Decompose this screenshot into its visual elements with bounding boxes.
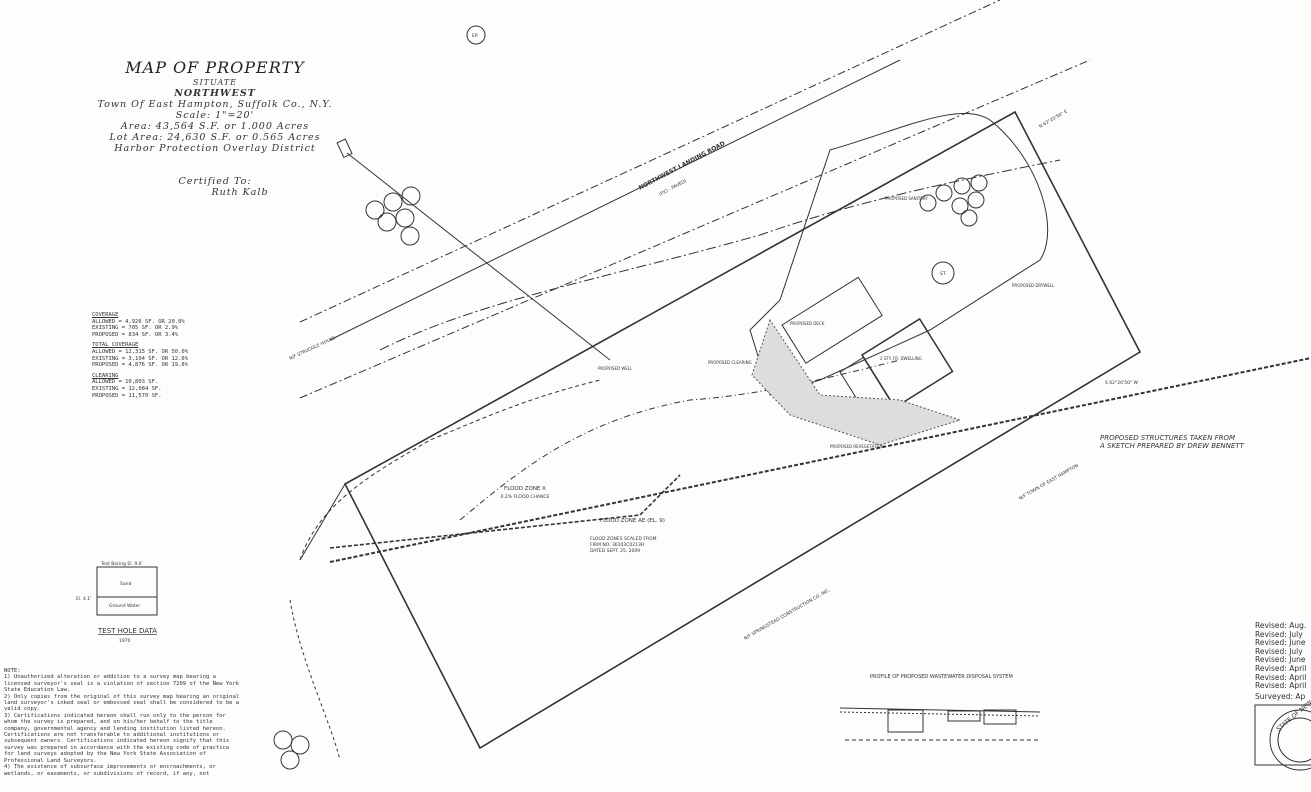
clearing-existing: EXISTING = 12,084 SF. — [92, 385, 162, 392]
profile-diagram — [839, 707, 1041, 741]
revision-list: Revised: Aug. Revised: July Revised: Jun… — [1255, 622, 1311, 701]
clearing-proposed: PROPOSED = 11,570 SF. — [92, 392, 162, 399]
proposed-drywell-label: PROPOSED DRYWELL — [1012, 283, 1055, 288]
ground-water-label: Ground Water — [109, 603, 140, 609]
clearing-limit — [749, 112, 1049, 396]
district-line: Harbor Protection Overlay District — [114, 143, 316, 154]
flood-zone-line-2 — [329, 474, 681, 549]
map-title: MAP OF PROPERTY — [125, 58, 305, 77]
adjoiner-right: N/F TOWN OF EAST HAMPTON — [1018, 463, 1080, 502]
lot-side-line — [299, 483, 346, 561]
ep-marker: EP — [472, 33, 478, 39]
proposed-deck-label: PROPOSED DECK — [790, 321, 825, 326]
sketch-note-line: A SKETCH PREPARED BY DREW BENNETT — [1100, 442, 1244, 450]
flood-zone-line — [329, 357, 1311, 563]
clearing-allowed: ALLOWED = 10,803 SF. — [92, 379, 159, 386]
revision-entry: Revised: June — [1255, 655, 1306, 665]
revision-entry: Revised: Aug. — [1255, 622, 1307, 630]
proposed-deck-rect — [781, 276, 883, 364]
flood-ae-label: FLOOD ZONE AE (EL. 9) — [600, 518, 665, 524]
coverage-existing: EXISTING = 705 SF. OR 2.9% — [92, 325, 179, 332]
flood-source-2: FIRM NO. 36103C0213H — [590, 542, 644, 548]
surveyor-seal — [1254, 704, 1311, 771]
flood-source-1: FLOOD ZONES SCALED FROM — [590, 536, 657, 542]
notes-title: NOTE: — [4, 668, 21, 674]
road-edge-south — [299, 59, 1091, 399]
coverage-heading: COVERAGE — [92, 312, 119, 318]
proposed-clearing-label: PROPOSED CLEARING — [708, 360, 752, 365]
place-name: NORTHWEST — [174, 88, 256, 99]
tidal-line — [459, 359, 901, 521]
town-line: Town Of East Hampton, Suffolk Co., N.Y. — [97, 99, 333, 110]
revision-entry: Revised: June — [1255, 638, 1306, 648]
flood-x-sub: 0.2% FLOOD CHANCE — [501, 494, 550, 500]
revision-entry: Revised: April — [1255, 681, 1307, 691]
certified-label: Certified To: — [178, 176, 252, 187]
leaching-pools-offsite — [365, 186, 421, 246]
test-hole-year: 1970 — [119, 638, 131, 644]
revision-entry: Revised: April — [1255, 663, 1307, 673]
total-coverage-proposed: PROPOSED = 4,876 SF. OR 19.8% — [92, 362, 189, 369]
situate-label: SITUATE — [193, 78, 237, 87]
well-line — [346, 152, 611, 361]
proposed-sanitary-label: PROPOSED SANITARY — [885, 196, 928, 201]
proposed-well-box — [336, 138, 353, 159]
revision-entry: Revised: July — [1255, 629, 1303, 639]
lot-area-line: Lot Area: 24,630 S.F. or 0.565 Acres — [109, 132, 321, 143]
road-centerline — [329, 59, 901, 341]
wetland-line — [299, 379, 601, 561]
surveyed-entry: Surveyed: Ap — [1255, 691, 1306, 701]
coverage-table: COVERAGE ALLOWED = 4,926 SF. OR 20.0% EX… — [92, 312, 188, 399]
septic-tank — [931, 261, 955, 285]
revision-entry: Revised: April — [1255, 672, 1307, 682]
title-block: MAP OF PROPERTY SITUATE NORTHWEST Town O… — [95, 58, 335, 198]
total-coverage-heading: TOTAL COVERAGE — [92, 342, 139, 349]
leaching-pools-bottom — [273, 730, 310, 770]
note-item: 1) Unauthorized alteration or addition t… — [4, 674, 240, 694]
test-boring-label: Test Boring El. 9.0' — [100, 561, 143, 567]
contour-line — [379, 159, 1061, 351]
sand-label: Sand — [120, 581, 131, 587]
total-coverage-allowed: ALLOWED = 12,315 SF. OR 50.0% — [92, 348, 189, 355]
road-sub-label: (P/O - PAVED) — [658, 178, 688, 198]
certified-name: Ruth Kalb — [211, 187, 269, 198]
proposed-revegetation-label: PROPOSED REVEGETATION — [830, 444, 884, 449]
dwelling-label: 2 STY. FR. DWELLING — [880, 356, 922, 361]
adjoiner-bottom: N/F SPRINGSTEAD CONSTRUCTION CO. INC. — [743, 587, 831, 641]
note-item: 3) Certifications indicated hereon shall… — [4, 712, 230, 764]
coverage-proposed: PROPOSED = 834 SF. OR 3.4% — [92, 331, 179, 338]
test-hole-title: TEST HOLE DATA — [97, 627, 157, 635]
dwelling-rect — [860, 317, 954, 409]
sketch-note: PROPOSED STRUCTURES TAKEN FROM A SKETCH … — [1100, 434, 1244, 450]
scale-line: Scale: 1"=20' — [175, 110, 255, 121]
revision-entry: Revised: July — [1255, 646, 1303, 656]
sketch-note-line: PROPOSED STRUCTURES TAKEN FROM — [1100, 434, 1236, 442]
profile-title: PROFILE OF PROPOSED WASTEWATER DISPOSAL … — [870, 674, 1013, 680]
ep-marker-circle — [466, 25, 486, 45]
st-marker: ST — [940, 271, 946, 277]
total-coverage-existing: EXISTING = 3,104 SF. OR 12.6% — [92, 355, 189, 362]
left-lot-line — [289, 599, 341, 761]
notes-block: NOTE: 1) Unauthorized alteration or addi… — [4, 668, 240, 777]
property-boundary — [343, 110, 1142, 750]
clearing-heading: CLEARING — [92, 372, 119, 379]
road-edge-north — [299, 0, 1001, 323]
flood-x-label: FLOOD ZONE X — [504, 486, 546, 492]
proposed-well-label: PROPOSED WELL — [598, 366, 633, 371]
flood-source-3: DATED SEPT. 25, 2009 — [590, 548, 640, 554]
coverage-allowed: ALLOWED = 4,926 SF. OR 20.0% — [92, 318, 185, 325]
note-item: 4) The existence of subsurface improveme… — [4, 764, 216, 777]
proposed-sanitary-pools — [919, 174, 988, 227]
bearing-top: N 62°20'50" E — [1038, 109, 1069, 130]
bearing-bottom: S 62°20'50" W — [1105, 380, 1138, 386]
area-line: Area: 43,564 S.F. or 1.000 Acres — [120, 121, 310, 132]
water-elev-label: El. 4.1' — [76, 596, 91, 602]
note-item: 2) Only copies from the original of this… — [4, 693, 240, 713]
test-hole-diagram — [96, 566, 158, 616]
adjoiner-left: N/F STRUGGLE HOUSE — [288, 335, 337, 362]
revegetation-area — [751, 318, 962, 446]
